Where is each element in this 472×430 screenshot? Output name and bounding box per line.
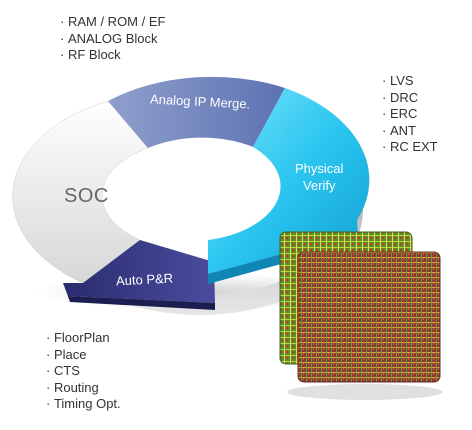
- verify-items-list: LVS DRC ERC ANT RC EXT: [382, 73, 438, 156]
- list-item: DRC: [382, 90, 438, 107]
- list-item: FloorPlan: [46, 330, 121, 347]
- list-item: RC EXT: [382, 139, 438, 156]
- analog-items-list: RAM / ROM / EF ANALOG Block RF Block: [60, 14, 166, 64]
- list-item: Timing Opt.: [46, 396, 121, 413]
- list-item: CTS: [46, 363, 121, 380]
- list-item: ANALOG Block: [60, 31, 165, 48]
- chip-layout-image: [279, 231, 443, 400]
- list-item: RF Block: [60, 47, 165, 64]
- list-item: Place: [46, 347, 121, 364]
- auto-pr-label: Auto P&R: [115, 270, 174, 289]
- list-item: RAM / ROM / EF: [60, 14, 166, 31]
- list-item: ANT: [382, 123, 438, 140]
- list-item: ERC: [382, 106, 438, 123]
- autopr-items-list: FloorPlan Place CTS Routing Timing Opt.: [46, 330, 121, 413]
- physical-verify-label-line2: Verify: [302, 178, 336, 193]
- physical-verify-label-line1: Physical: [295, 161, 344, 176]
- list-item: LVS: [382, 73, 438, 90]
- list-item: Routing: [46, 380, 121, 397]
- soc-label: SOC: [64, 185, 109, 207]
- physical-verify-label: Physical Verify: [295, 160, 343, 194]
